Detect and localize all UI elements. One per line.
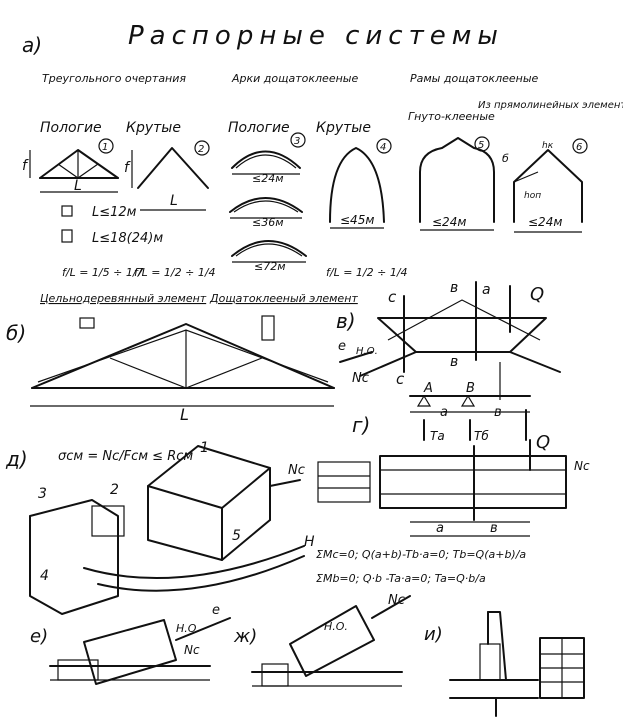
joint-e: e <box>338 339 346 354</box>
section-v-label: в) <box>336 309 356 333</box>
formula-stress: σсм = Nc/Fсм ≤ Rсм <box>58 449 193 464</box>
zh-Nc: Nc <box>388 593 405 608</box>
joint-c1: c <box>388 288 397 306</box>
group-arches: Арки дощатоклееные <box>231 72 358 85</box>
joint-Nc: Nc <box>352 371 369 386</box>
formula-mc: ΣMc=0; Q(a+b)-Tb·a=0; Tb=Q(a+b)/a <box>316 548 526 561</box>
scheme-3-arches <box>229 132 307 263</box>
force-Tb: Tб <box>474 429 489 443</box>
span-steep-45: ≤45м <box>340 213 374 227</box>
group-frames: Рамы дощатоклееные <box>410 72 539 85</box>
section-a-label: а) <box>22 33 42 57</box>
force-Ta: Tа <box>430 429 445 443</box>
beam-b: в <box>494 405 502 420</box>
joint-Q: Q <box>530 284 544 305</box>
joint-c2: c <box>396 370 405 388</box>
e-e: e <box>212 603 220 618</box>
glued-wood-icon <box>61 229 73 243</box>
letter-f-1: f <box>22 158 29 174</box>
joint-b1: в <box>450 280 458 296</box>
joint-HO: Н.О. <box>356 346 378 357</box>
beam-a: a <box>440 405 448 420</box>
scheme-5-bent-frame <box>419 136 495 231</box>
e-Nc: Nc <box>184 643 200 657</box>
section-e-label: е) <box>30 626 48 647</box>
limit-l18: L≤18(24)м <box>92 231 163 246</box>
span-frame-24b: ≤24м <box>528 215 562 229</box>
circle-4: 4 <box>380 142 386 153</box>
d-label-1: 1 <box>200 440 209 456</box>
sub-steep-2: Крутые <box>316 120 371 136</box>
truss-span-L: L <box>180 405 189 424</box>
circle-5: 5 <box>478 140 484 151</box>
scheme-4-steep-arch <box>329 138 392 229</box>
solid-wood-icon <box>61 205 73 217</box>
d-H: H <box>304 534 315 550</box>
joint-b2: в <box>450 354 458 370</box>
limit-l12: L≤12м <box>92 205 137 220</box>
letter-hon: hоп <box>524 191 541 201</box>
ratio-2: f/L = 1/2 ÷ 1/4 <box>134 266 216 279</box>
zh-HO: Н.О. <box>324 620 348 633</box>
letter-b: б <box>502 152 509 165</box>
sub-gentle-1: Пологие <box>40 120 102 136</box>
circle-1: 1 <box>102 142 108 153</box>
joint-a: a <box>482 282 491 298</box>
circle-2: 2 <box>198 144 204 155</box>
truss-b <box>30 315 335 407</box>
span-arch-36: ≤36м <box>252 216 284 229</box>
d-label-4: 4 <box>40 568 49 584</box>
ratio-1: f/L = 1/5 ÷ 1/7 <box>62 266 144 279</box>
group-triangular: Треугольного очертания <box>42 72 186 85</box>
circle-6: 6 <box>576 142 582 153</box>
section-i-label: и) <box>424 624 443 645</box>
span-arch-24: ≤24м <box>252 172 284 185</box>
letter-L-2: L <box>170 193 178 209</box>
letter-L-1: L <box>74 178 82 194</box>
sub-gentle-2: Пологие <box>228 120 290 136</box>
ridge-joint-v <box>339 281 561 400</box>
span-frame-24a: ≤24м <box>432 215 466 229</box>
e-HO: Н.О. <box>176 622 200 635</box>
scheme-1-gentle-truss <box>29 138 119 193</box>
scheme-2-steep-truss <box>131 140 210 211</box>
plan-b: в <box>490 521 498 536</box>
page-title: Распорные системы <box>128 21 504 51</box>
section-b-label: б) <box>6 321 26 345</box>
circle-3: 3 <box>294 136 300 147</box>
node-i <box>449 611 585 717</box>
section-g-label: г) <box>352 413 370 437</box>
support-node-d <box>29 445 305 615</box>
plan-a: a <box>436 521 444 536</box>
plan-Q: Q <box>536 432 550 453</box>
span-arch-72: ≤72м <box>254 260 286 273</box>
node-zh <box>251 595 411 687</box>
letter-hk: hк <box>542 141 554 151</box>
sub-bent: Гнуто-клееные <box>408 110 495 123</box>
node-e <box>49 617 231 685</box>
beam-A: А <box>423 381 433 396</box>
section-d-label: д) <box>5 447 28 471</box>
sub-steep-1: Крутые <box>126 120 181 136</box>
beam-B: В <box>466 381 475 396</box>
letter-f-2: f <box>124 160 131 176</box>
d-label-5: 5 <box>232 528 241 544</box>
plan-joint-g <box>317 439 567 537</box>
ratio-3: f/L = 1/2 ÷ 1/4 <box>326 266 408 279</box>
d-label-3: 3 <box>38 486 47 502</box>
plan-Nc: Nc <box>574 459 590 473</box>
truss-solid-label: Цельнодеревянный элемент <box>40 292 207 305</box>
d-label-2: 2 <box>110 482 119 498</box>
section-zh-label: ж) <box>233 626 257 647</box>
beam-scheme <box>409 394 531 441</box>
truss-glued-label: Дощатоклееный элемент <box>209 292 358 305</box>
sub-straight: Из прямолинейных элементов <box>478 100 623 111</box>
scheme-6-straight-frame <box>513 138 588 233</box>
formula-mb: ΣMb=0; Q·b -Ta·a=0; Ta=Q·b/a <box>316 572 486 585</box>
d-Nc: Nc <box>288 463 305 478</box>
